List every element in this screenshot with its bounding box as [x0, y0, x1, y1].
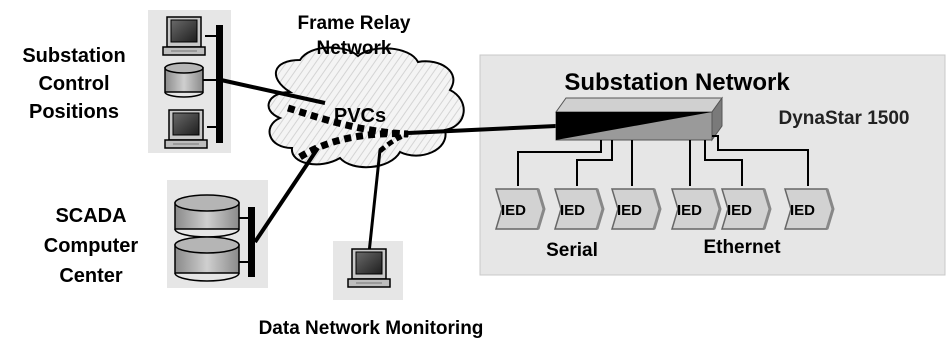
control-pc-bottom-icon: [164, 109, 208, 149]
scada-label-line3: Center: [59, 265, 123, 287]
ied-label: IED: [560, 202, 585, 219]
monitoring-pc-icon: [347, 248, 391, 288]
control-positions-label-line2: Control: [38, 73, 109, 95]
scada-link: [253, 146, 320, 244]
pvc-path-monitoring: [378, 131, 409, 153]
ied-device: IED: [783, 187, 835, 231]
ied-device: IED: [720, 187, 772, 231]
scada-bus-bar: [248, 207, 255, 277]
pvcs-label: PVCs: [334, 105, 386, 127]
control-positions-label-line1: Substation: [22, 45, 125, 67]
ied-device: IED: [670, 187, 722, 231]
scada-label-line1: SCADA: [55, 205, 126, 227]
ethernet-label: Ethernet: [703, 237, 781, 258]
pvc-path-scada: [298, 130, 409, 160]
ied-label: IED: [790, 202, 815, 219]
ied-label: IED: [501, 202, 526, 219]
scada-label-line2: Computer: [44, 235, 139, 257]
ied-label: IED: [727, 202, 752, 219]
ied-device: IED: [610, 187, 662, 231]
cloud-title-line2: Network: [317, 38, 392, 59]
scada-center: [174, 194, 255, 282]
ied-device: IED: [553, 187, 605, 231]
cloud-title-line1: Frame Relay: [297, 13, 410, 34]
control-pc-top-icon: [162, 16, 206, 56]
control-disk-icon: [164, 62, 204, 98]
substation-network-panel: [479, 54, 946, 276]
pvc-paths: [286, 104, 409, 160]
scada-disk-bottom-icon: [174, 236, 240, 282]
control-link: [220, 78, 326, 105]
dynastar-label: DynaStar 1500: [779, 108, 910, 129]
ied-label: IED: [677, 202, 702, 219]
dynastar-link: [407, 124, 557, 135]
dynastar-device: [555, 96, 723, 142]
ied-device: IED: [494, 187, 546, 231]
control-bus-bar: [216, 25, 223, 143]
ied-connections: [517, 135, 809, 186]
monitoring-label: Data Network Monitoring: [259, 318, 484, 339]
serial-label: Serial: [546, 240, 598, 261]
ied-row: IED IED IED IED IED IED: [494, 187, 835, 231]
control-positions: [162, 16, 223, 149]
monitoring-link: [367, 149, 382, 254]
connection-lines: [220, 78, 557, 254]
substation-network-title: Substation Network: [564, 69, 790, 96]
control-positions-label-line3: Positions: [29, 101, 119, 123]
ied-label: IED: [617, 202, 642, 219]
